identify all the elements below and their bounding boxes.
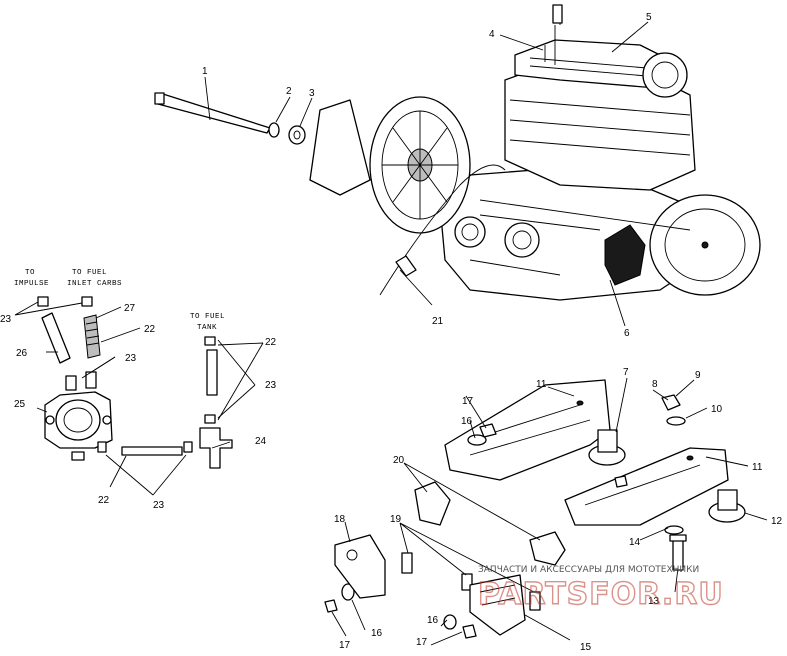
leader-lines: [14, 21, 768, 646]
callout-6: 6: [624, 328, 630, 339]
mount-bracket-upper: [444, 379, 611, 481]
callout-20: 20: [393, 455, 405, 466]
callout-3: 3: [309, 88, 315, 99]
watermark-logo: PARTSFOR.RU: [478, 577, 724, 612]
callout-16a: 16: [461, 416, 473, 427]
callout-21: 21: [432, 316, 444, 327]
note-to-impulse-line1: TO: [25, 269, 35, 277]
callout-15: 15: [580, 642, 592, 653]
watermark-tagline: ЗАПЧАСТИ И АКСЕССУАРЫ ДЛЯ МОТОТЕХНИКИ: [478, 565, 699, 575]
note-to-fuel-inlet-line1: TO FUEL: [72, 269, 107, 277]
callout-22a: 22: [144, 324, 156, 335]
callout-17a: 17: [462, 396, 474, 407]
callout-22c: 22: [98, 495, 110, 506]
engine-assembly: [439, 4, 761, 301]
callout-12: 12: [771, 516, 783, 527]
callout-24: 24: [255, 436, 267, 447]
clutch-bolt: [154, 92, 271, 134]
drive-clutch: [309, 96, 471, 234]
clutch-washers: [268, 122, 306, 145]
callout-27: 27: [124, 303, 136, 314]
callout-9: 9: [695, 370, 701, 381]
callout-19: 19: [390, 514, 402, 525]
callout-11a: 11: [536, 379, 547, 390]
callout-23c: 23: [265, 380, 277, 391]
throttle-cable: [379, 164, 506, 296]
callout-8: 8: [652, 379, 658, 390]
callout-17b: 17: [339, 640, 351, 651]
callout-17c: 17: [416, 637, 428, 648]
callout-23b: 23: [125, 353, 137, 364]
callout-14: 14: [629, 537, 641, 548]
note-to-fuel-inlet-line2: INLET CARBS: [67, 280, 122, 288]
callout-16c: 16: [427, 615, 439, 626]
fuel-pump-assembly: [44, 371, 113, 461]
callout-7: 7: [623, 367, 629, 378]
hose-clamps: [37, 296, 216, 453]
callout-5: 5: [646, 12, 652, 23]
rubber-mounts: [588, 429, 746, 523]
fuel-tee-fitting: [199, 427, 233, 469]
routing-notes: TO IMPULSE TO FUEL INLET CARBS TO FUEL T…: [14, 269, 225, 332]
callout-13: 13: [648, 596, 660, 607]
mount-bolts: [401, 534, 687, 611]
callout-23d: 23: [153, 500, 165, 511]
note-to-fuel-tank-line2: TANK: [197, 324, 217, 332]
callout-16b: 16: [371, 628, 383, 639]
callout-1: 1: [202, 66, 208, 77]
callout-22b: 22: [265, 337, 277, 348]
mount-bracket-lower: [564, 447, 729, 526]
callout-2: 2: [286, 86, 292, 97]
fuel-hoses: [41, 312, 218, 456]
callout-26: 26: [16, 348, 28, 359]
note-to-fuel-tank-line1: TO FUEL: [190, 313, 225, 321]
callout-25: 25: [14, 399, 26, 410]
support-brackets: [334, 481, 566, 636]
callout-labels: 1 2 3 4 5 6 7 8 9 10 11 11 12 13 14 15 1…: [0, 12, 783, 653]
callout-4: 4: [489, 29, 495, 40]
callout-11b: 11: [752, 462, 763, 473]
watermark: ЗАПЧАСТИ И АКСЕССУАРЫ ДЛЯ МОТОТЕХНИКИ PA…: [477, 565, 724, 613]
callout-18: 18: [334, 514, 346, 525]
callout-23a: 23: [0, 314, 12, 325]
note-to-impulse-line2: IMPULSE: [14, 280, 49, 288]
callout-10: 10: [711, 404, 723, 415]
